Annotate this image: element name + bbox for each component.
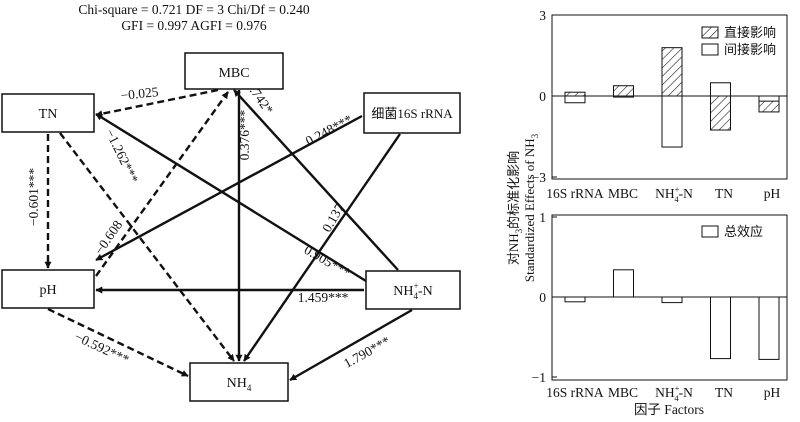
bar-indirect-4 bbox=[758, 95, 780, 102]
direct-indirect-chart: −3 0 3 直接影响 间接影响 16S rRNA MBC NH+4-N TN pH bbox=[532, 8, 788, 204]
bar-direct-1 bbox=[613, 85, 634, 97]
bar-indirect-2 bbox=[661, 95, 683, 148]
path-arrow-rrna-to-tn bbox=[95, 114, 363, 262]
path-coef-tn-to-ph: −0.601*** bbox=[26, 168, 41, 226]
top-xtick-tn: TN bbox=[715, 186, 733, 201]
bottom-xtick-ph: pH bbox=[764, 385, 781, 400]
y-tick-label: 3 bbox=[539, 8, 546, 23]
y-tick-label: 1 bbox=[539, 210, 546, 225]
node-rrna-label: 细菌16S rRNA bbox=[371, 106, 453, 121]
path-arrow-ph-to-mbc bbox=[95, 91, 229, 277]
bottom-chart-bars bbox=[564, 269, 780, 360]
y-axis-title-cn: 对NH3的标准化影响 bbox=[506, 151, 524, 265]
legend-label-direct: 直接影响 bbox=[724, 25, 776, 40]
bar-total-1 bbox=[613, 269, 634, 298]
path-diagram: Chi-square = 0.721 DF = 3 Chi/Df = 0.240… bbox=[1, 2, 461, 402]
node-mbc-label: MBC bbox=[218, 66, 249, 81]
node-ph-label: pH bbox=[39, 283, 56, 298]
bottom-xtick-nh4n: NH+4-N bbox=[655, 383, 693, 403]
legend-swatch-total bbox=[701, 225, 719, 238]
path-coef-nh4n-to-nh4: 1.790*** bbox=[341, 333, 393, 371]
path-arrow-tn-to-nh4 bbox=[59, 132, 235, 362]
bottom-xtick-mbc: MBC bbox=[608, 385, 638, 400]
node-ph: pH bbox=[1, 269, 95, 309]
top-chart-bars bbox=[564, 47, 780, 148]
path-coef-nh4n-to-tn: 0.905*** bbox=[302, 242, 354, 280]
node-tn-label: TN bbox=[39, 107, 58, 122]
path-coef-nh4n-to-ph: 1.459*** bbox=[298, 290, 349, 305]
legend-swatch-indirect bbox=[701, 43, 719, 56]
bar-total-4 bbox=[758, 296, 780, 360]
path-coef-tn-to-nh4: −1.262*** bbox=[103, 127, 142, 186]
y-tick-label: −3 bbox=[532, 170, 547, 185]
y-tick-label: 0 bbox=[539, 89, 546, 104]
node-rrna: 细菌16S rRNA bbox=[363, 92, 461, 134]
path-coef-mbc-to-nh4: 0.376*** bbox=[237, 109, 252, 160]
bar-indirect-1 bbox=[613, 95, 634, 98]
node-tn: TN bbox=[1, 93, 95, 133]
node-nh4n-label: NH+4-N bbox=[393, 281, 433, 301]
y-tick-label: 0 bbox=[539, 290, 546, 305]
node-mbc: MBC bbox=[184, 52, 284, 90]
bar-indirect-3 bbox=[710, 82, 731, 97]
legend-label-total: 总效应 bbox=[724, 224, 763, 239]
path-arrow-rrna-to-nh4 bbox=[243, 133, 401, 362]
total-effect-chart: −1 0 1 总效应 16S rRNA MBC NH+4-N TN pH 因子 Fa… bbox=[532, 210, 788, 417]
y-axis-title: 对NH3的标准化影响 Standardized Effects of NH3 bbox=[506, 133, 540, 282]
node-nh4n: NH+4-N bbox=[365, 270, 461, 310]
bar-total-2 bbox=[661, 296, 683, 304]
path-coef-rrna-to-tn: 0.248*** bbox=[303, 111, 355, 148]
bottom-chart-y-ticks: −1 0 1 bbox=[532, 210, 557, 385]
bottom-xtick-16s: 16S rRNA bbox=[546, 385, 604, 400]
bottom-xtick-tn: TN bbox=[715, 385, 733, 400]
top-xtick-nh4n: NH+4-N bbox=[655, 184, 693, 204]
top-xtick-ph: pH bbox=[764, 186, 781, 201]
bar-total-3 bbox=[710, 296, 731, 360]
path-arrow-mbc-to-tn bbox=[95, 88, 219, 118]
bar-total-0 bbox=[564, 296, 586, 303]
bar-indirect-0 bbox=[564, 95, 586, 104]
legend-swatch-direct bbox=[701, 26, 719, 39]
y-tick-label: −1 bbox=[532, 370, 546, 385]
top-xtick-mbc: MBC bbox=[608, 186, 638, 201]
node-nh4: NH4 bbox=[189, 362, 289, 402]
top-xtick-16s: 16S rRNA bbox=[546, 186, 604, 201]
fit-indices-line2: GFI = 0.997 AGFI = 0.976 bbox=[121, 18, 267, 33]
bottom-chart-legend: 总效应 bbox=[701, 224, 763, 239]
path-coef-ph-to-mbc: −0.608 bbox=[91, 217, 125, 257]
path-coef-mbc-to-tn: −0.025 bbox=[120, 84, 160, 103]
top-chart-y-ticks: −3 0 3 bbox=[532, 8, 557, 185]
top-chart-legend: 直接影响 间接影响 bbox=[701, 25, 776, 57]
bar-direct-0 bbox=[564, 91, 586, 97]
path-arrow-nh4n-to-tn bbox=[95, 112, 367, 283]
node-nh4-label: NH4 bbox=[227, 376, 252, 393]
path-arrow-nh4n-to-nh4 bbox=[289, 308, 413, 382]
path-arrow-nh4n-to-mbc bbox=[233, 89, 399, 271]
y-axis-title-en: Standardized Effects of NH3 bbox=[522, 133, 540, 282]
path-arrow-ph-to-nh4 bbox=[47, 307, 189, 378]
bar-direct-2 bbox=[661, 47, 683, 97]
bar-direct-3 bbox=[710, 95, 731, 131]
x-axis-title: 因子 Factors bbox=[634, 402, 704, 417]
fit-indices-line1: Chi-square = 0.721 DF = 3 Chi/Df = 0.240 bbox=[78, 2, 310, 17]
legend-label-indirect: 间接影响 bbox=[724, 42, 776, 57]
